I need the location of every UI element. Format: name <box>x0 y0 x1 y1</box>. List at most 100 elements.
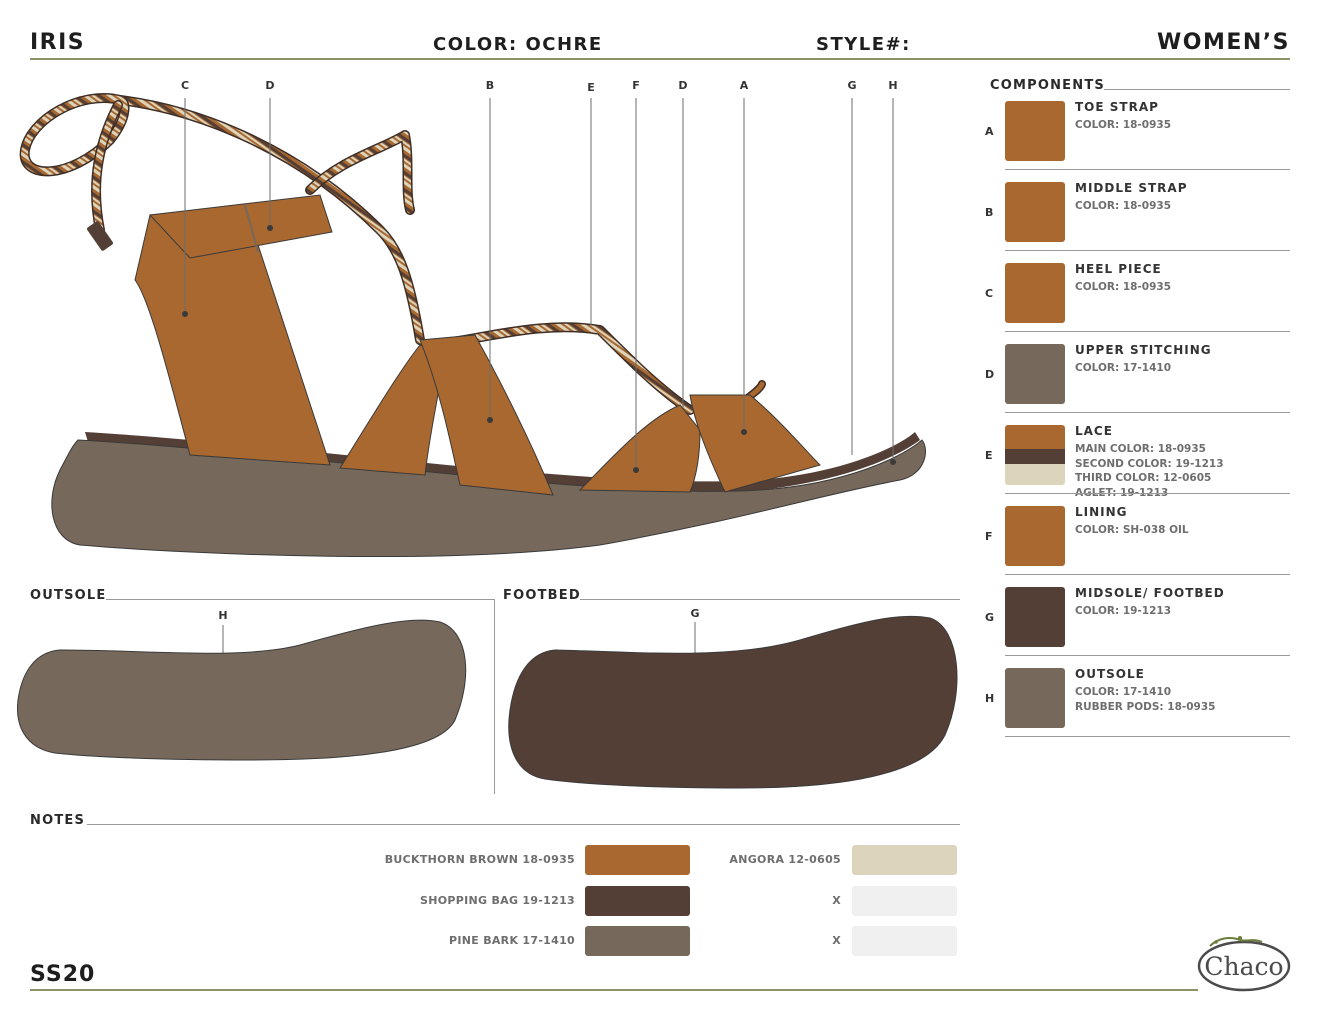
component-swatch <box>1005 101 1065 161</box>
callout-h: H <box>888 79 897 92</box>
component-swatch <box>1005 344 1065 404</box>
swatch-band <box>1005 506 1065 566</box>
swatch-band <box>1005 587 1065 647</box>
component-spec-line: MAIN COLOR: 18-0935 <box>1075 443 1206 455</box>
components-section-label: COMPONENTS <box>990 78 1105 93</box>
footbed-section-rule <box>580 599 960 600</box>
component-letter: C <box>985 287 994 300</box>
component-name: MIDDLE STRAP <box>1075 181 1188 195</box>
component-specs: COLOR: SH-038 OIL <box>1075 523 1189 538</box>
callout-dots <box>182 225 896 689</box>
header-rule <box>30 58 1290 60</box>
component-letter: A <box>985 125 994 138</box>
palette-swatch <box>585 845 690 875</box>
swatch-band <box>1005 101 1065 161</box>
lining <box>578 404 701 493</box>
component-letter: E <box>985 449 993 462</box>
palette-label: BUCKTHORN BROWN 18-0935 <box>384 853 575 866</box>
colorway-label: COLOR: OCHRE <box>433 34 603 55</box>
outsole-section-rule <box>106 599 494 600</box>
swatch-band <box>1005 263 1065 323</box>
callout-c: C <box>181 79 189 92</box>
sandal-technical-drawing: C D B E F D A G H H G <box>16 79 958 789</box>
component-specs: COLOR: 18-0935 <box>1075 280 1171 295</box>
lace-tail <box>91 100 123 235</box>
component-rule <box>1005 412 1290 413</box>
component-spec-line: COLOR: 17-1410 <box>1075 686 1172 698</box>
component-name: TOE STRAP <box>1075 100 1159 114</box>
palette-swatch <box>852 885 957 916</box>
component-name: OUTSOLE <box>1075 667 1145 681</box>
component-spec-line: COLOR: 18-0935 <box>1075 200 1172 212</box>
footer-rule <box>30 989 1198 991</box>
ankle-strap <box>148 194 333 259</box>
swatch-band <box>1005 425 1065 449</box>
swatch-band <box>1005 464 1065 485</box>
callout-f: F <box>632 79 640 92</box>
swatch-band <box>1005 668 1065 728</box>
chaco-logo: Chaco <box>1197 936 1291 992</box>
component-spec-line: RUBBER PODS: 18-0935 <box>1075 700 1216 713</box>
component-specs: COLOR: 18-0935 <box>1075 118 1171 133</box>
style-name: IRIS <box>30 30 86 55</box>
component-letter: D <box>985 368 995 381</box>
component-spec-line: COLOR: 18-0935 <box>1075 281 1172 293</box>
component-specs: COLOR: 18-0935 <box>1075 199 1171 214</box>
component-swatch <box>1005 182 1065 242</box>
components-section-rule <box>1104 89 1290 90</box>
stitch-line <box>244 204 259 253</box>
palette-swatch <box>852 926 957 956</box>
component-name: HEEL PIECE <box>1075 262 1162 276</box>
lace-loop <box>19 93 130 177</box>
component-name: LINING <box>1075 505 1128 519</box>
heel-piece <box>134 204 331 466</box>
component-specs: COLOR: 19-1213 <box>1075 604 1171 619</box>
swatch-band <box>1005 182 1065 242</box>
outsole-section-label: OUTSOLE <box>30 588 107 603</box>
component-rule <box>1005 331 1290 332</box>
component-rule <box>1005 574 1290 575</box>
gender-label: WOMEN’S <box>1156 30 1290 55</box>
callout-e: E <box>587 81 595 94</box>
component-rule <box>1005 655 1290 656</box>
logo-wordmark: Chaco <box>1204 952 1283 981</box>
palette-label: PINE BARK 17-1410 <box>448 934 575 947</box>
season-code: SS20 <box>30 962 96 987</box>
outsole-top-view <box>16 619 467 761</box>
middle-strap-back <box>339 344 446 476</box>
component-letter: F <box>985 530 993 543</box>
component-letter: B <box>985 206 994 219</box>
lace <box>19 93 766 415</box>
component-spec-line: THIRD COLOR: 12-0605 <box>1075 472 1212 484</box>
footbed-top-view <box>508 615 958 789</box>
component-rule <box>1005 169 1290 170</box>
lace-front-tie <box>305 130 415 215</box>
callout-d: D <box>265 79 274 92</box>
palette-swatch <box>852 845 957 875</box>
component-swatch <box>1005 668 1065 728</box>
style-number-label: STYLE#: <box>816 34 911 55</box>
component-toe-strap: A TOE STRAP COLOR: 18-0935 <box>985 89 1290 170</box>
component-spec-line: AGLET: 19-1213 <box>1075 486 1169 499</box>
swatch-band <box>1005 344 1065 404</box>
component-lining: F LINING COLOR: SH-038 OIL <box>985 494 1290 575</box>
callout-letters: C D B E F D A G H H G <box>181 79 898 622</box>
footbed-section-label: FOOTBED <box>503 588 581 603</box>
middle-strap <box>419 334 554 496</box>
callout-d-2: D <box>678 79 687 92</box>
component-rule <box>1005 493 1290 494</box>
swatch-band <box>1005 449 1065 464</box>
component-middle-strap: B MIDDLE STRAP COLOR: 18-0935 <box>985 170 1290 251</box>
component-swatch <box>1005 506 1065 566</box>
component-specs: COLOR: 17-1410 <box>1075 361 1171 376</box>
palette-label: X <box>832 893 841 907</box>
outsole-section-divider <box>494 599 495 794</box>
component-spec-line: COLOR: 19-1213 <box>1075 605 1172 617</box>
notes-section-label: NOTES <box>30 813 86 828</box>
component-rule <box>1005 250 1290 251</box>
component-swatch <box>1005 263 1065 323</box>
palette-swatch <box>585 926 690 956</box>
